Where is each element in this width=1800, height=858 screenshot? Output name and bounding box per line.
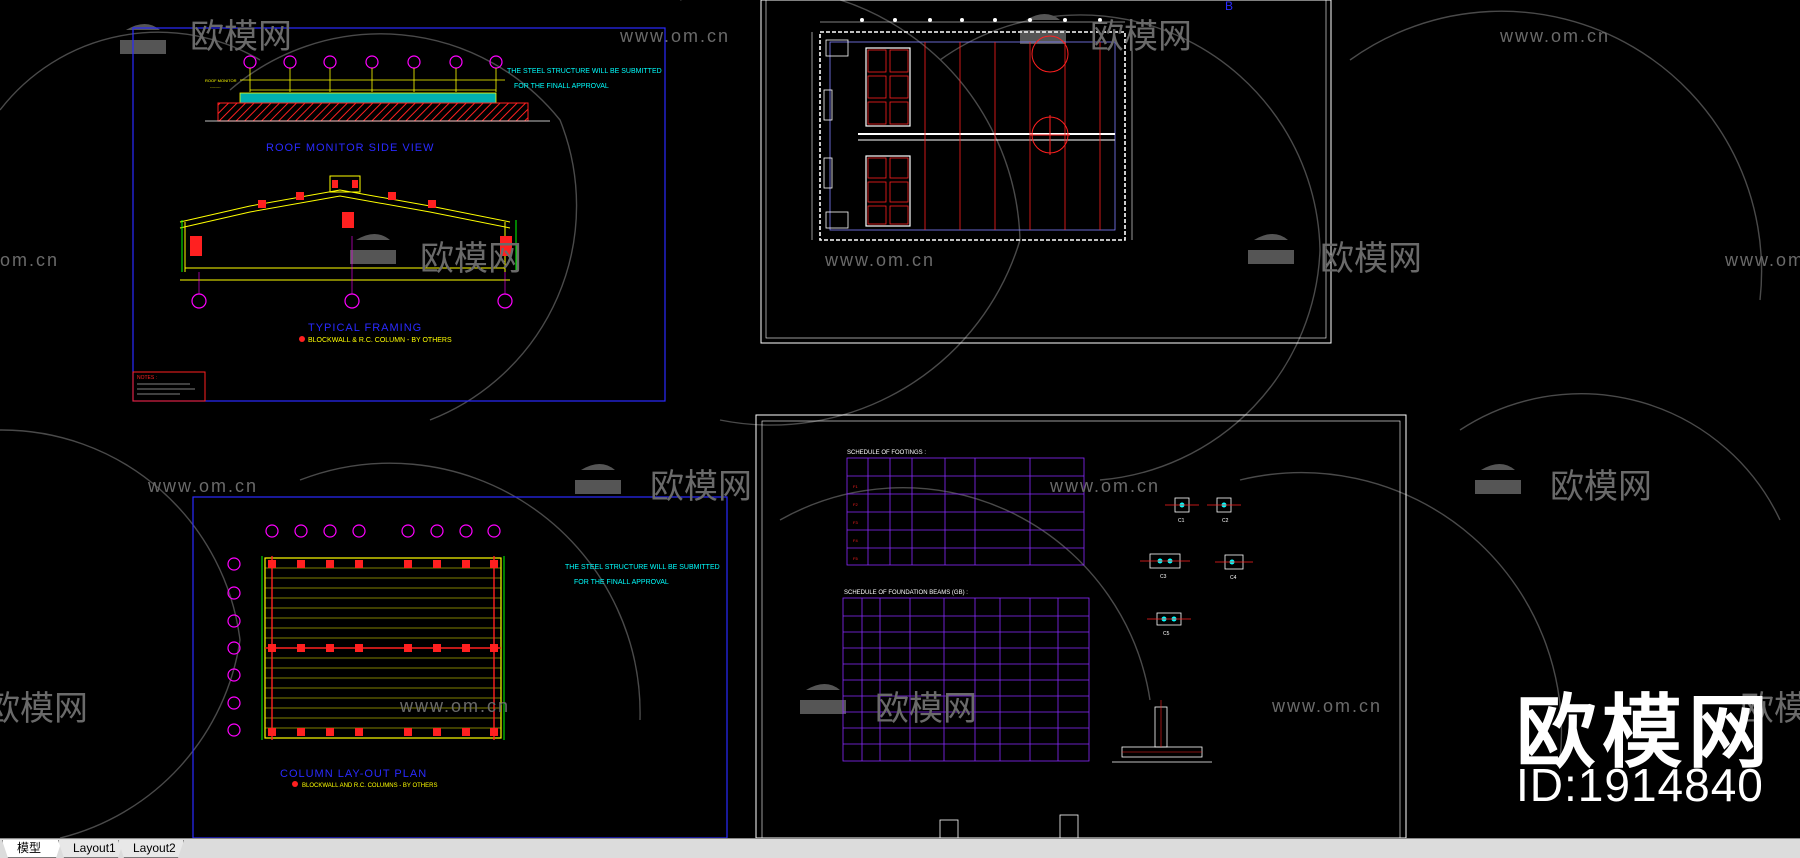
layout-tab-bar: 模型 Layout1 Layout2	[0, 838, 1800, 858]
typical-framing-legend: BLOCKWALL & R.C. COLUMN - BY OTHERS	[308, 337, 452, 344]
tab-layout1[interactable]: Layout1	[58, 840, 124, 858]
svg-text:www.om.cn: www.om.cn	[1271, 696, 1382, 716]
svg-text:F5: F5	[853, 556, 858, 561]
watermark-brand-large: 欧模网	[1516, 688, 1774, 777]
tab-model[interactable]: 模型	[2, 840, 62, 858]
svg-text:www.om.cn: www.om.cn	[1724, 250, 1800, 270]
svg-text:欧模网: 欧模网	[190, 18, 292, 56]
svg-text:欧模网: 欧模网	[420, 240, 522, 278]
svg-text:F2: F2	[853, 502, 858, 507]
column-tag-c4: C4	[1230, 575, 1237, 581]
sheet-column-layout[interactable]: THE STEEL STRUCTURE WILL BE SUBMITTED FO…	[192, 496, 728, 838]
column-tag-c5: C5	[1163, 631, 1170, 637]
svg-text:www.om.cn: www.om.cn	[147, 476, 258, 496]
svg-text:欧模网: 欧模网	[0, 690, 88, 728]
layout-note-line2: FOR THE FINALL APPROVAL	[574, 579, 669, 586]
roof-note-line1: THE STEEL STRUCTURE WILL BE SUBMITTED	[507, 68, 662, 75]
svg-text:F1: F1	[853, 484, 858, 489]
typical-framing-title: TYPICAL FRAMING	[308, 322, 422, 334]
svg-text:www.om.cn: www.om.cn	[824, 250, 935, 270]
svg-text:F4: F4	[853, 538, 858, 543]
roof-note-line2: FOR THE FINALL APPROVAL	[514, 83, 609, 90]
model-space-viewport[interactable]: ROOF MONITOR-------- THE STEEL STRUCTURE…	[0, 0, 1800, 838]
column-tag-c1: C1	[1178, 518, 1185, 524]
layout-note-line1: THE STEEL STRUCTURE WILL BE SUBMITTED	[565, 564, 720, 571]
svg-text:ROOF MONITOR: ROOF MONITOR	[205, 78, 237, 83]
svg-text:欧模网: 欧模网	[1320, 240, 1422, 278]
svg-text:www.om.cn: www.om.cn	[1499, 26, 1610, 46]
roof-monitor-title: ROOF MONITOR SIDE VIEW	[266, 142, 434, 154]
watermark-id: ID:1914840	[1516, 759, 1764, 811]
svg-text:www.om.cn: www.om.cn	[1049, 476, 1160, 496]
svg-text:欧模网: 欧模网	[1740, 690, 1800, 728]
svg-text:欧模网: 欧模网	[650, 468, 752, 506]
sheet-typical-framing[interactable]: ROOF MONITOR-------- THE STEEL STRUCTURE…	[132, 27, 666, 402]
svg-text:欧模网: 欧模网	[1550, 468, 1652, 506]
footings-schedule-title: SCHEDULE OF FOOTINGS :	[847, 450, 926, 456]
svg-text:B: B	[1225, 0, 1233, 13]
column-layout-title: COLUMN LAY-OUT PLAN	[280, 768, 427, 780]
watermark-logos	[120, 14, 1521, 714]
svg-text:F3: F3	[853, 520, 858, 525]
svg-text:欧模网: 欧模网	[875, 690, 977, 728]
column-tag-c3: C3	[1160, 574, 1167, 580]
svg-text:om.cn: om.cn	[0, 250, 59, 270]
svg-text:www.om.cn: www.om.cn	[399, 696, 510, 716]
svg-text:欧模网: 欧模网	[1090, 18, 1192, 56]
tab-layout2[interactable]: Layout2	[118, 840, 184, 858]
svg-text:--------: --------	[210, 84, 221, 89]
svg-text:www.om.cn: www.om.cn	[619, 26, 730, 46]
sheet-floor-plan[interactable]: B	[760, 0, 1332, 344]
watermark-text: 欧模网 www.om.cn 欧模网 www.om.cn om.cn 欧模网 ww…	[0, 18, 1800, 728]
notes-title: NOTES :	[137, 375, 157, 381]
column-layout-legend: BLOCKWALL AND R.C. COLUMNS - BY OTHERS	[302, 783, 437, 789]
column-tag-c2: C2	[1222, 518, 1229, 524]
beams-schedule-title: SCHEDULE OF FOUNDATION BEAMS (GB) :	[844, 590, 968, 596]
